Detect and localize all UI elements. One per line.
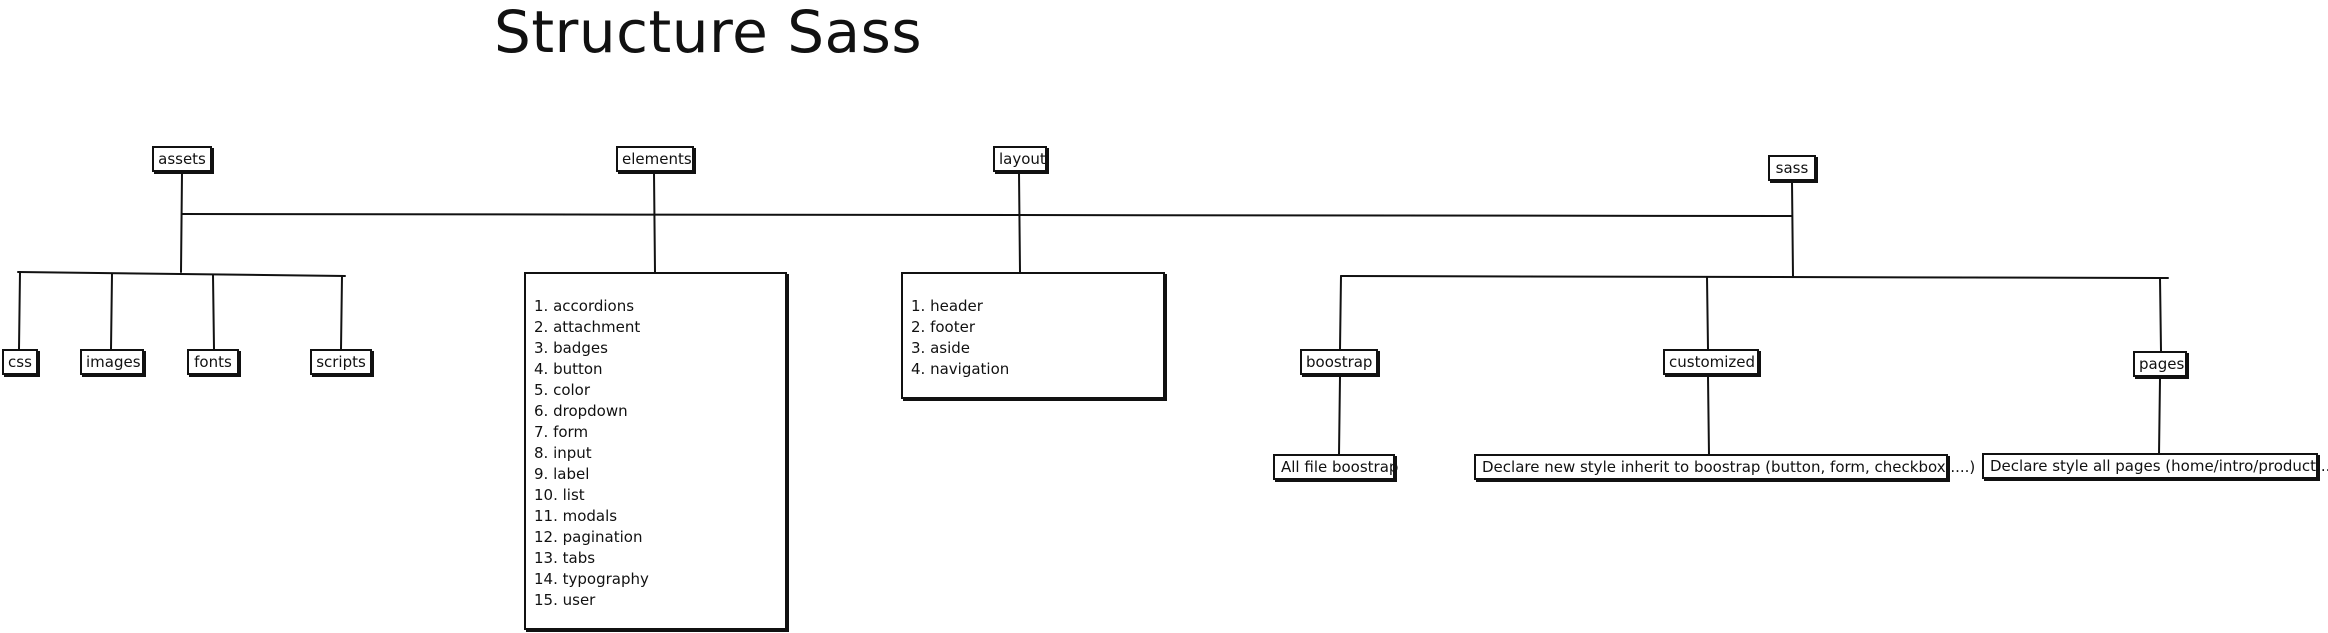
list-item: 7. form xyxy=(534,423,589,441)
list-item: 8. input xyxy=(534,444,592,462)
list-item: 2. footer xyxy=(911,318,975,336)
node-boostrap: boostrap xyxy=(1300,349,1378,375)
list-item: 15. user xyxy=(534,591,596,609)
node-assets: assets xyxy=(152,146,212,172)
list-item: 1. accordions xyxy=(534,297,635,315)
node-elements: elements xyxy=(616,146,694,172)
list-item: 3. aside xyxy=(911,339,971,357)
node-scripts: scripts xyxy=(310,349,372,375)
node-images: images xyxy=(80,349,144,375)
desc-customized: Declare new style inherit to boostrap (b… xyxy=(1474,454,1975,480)
elements-list-box: 1. accordions 2. attachment 3. badges 4. bu… xyxy=(524,272,787,630)
node-fonts: fonts xyxy=(187,349,239,375)
layout-list: 1. header 2. footer 3. aside 4. navigation xyxy=(911,296,1163,380)
list-item: 14. typography xyxy=(534,570,649,588)
layout-list-box: 1. header 2. footer 3. aside 4. navigation xyxy=(901,272,1165,399)
list-item: 11. modals xyxy=(534,507,618,525)
list-item: 1. header xyxy=(911,297,983,315)
list-item: 2. attachment xyxy=(534,318,641,336)
node-pages: pages xyxy=(2133,351,2187,377)
node-layout: layout xyxy=(993,146,1047,172)
list-item: 6. dropdown xyxy=(534,402,628,420)
list-item: 12. pagination xyxy=(534,528,643,546)
list-item: 9. label xyxy=(534,465,590,483)
node-customized: customized xyxy=(1663,349,1759,375)
diagram-title: Structure Sass xyxy=(494,0,923,66)
desc-boostrap: All file boostrap xyxy=(1273,454,1398,480)
list-item: 13. tabs xyxy=(534,549,596,567)
list-item: 3. badges xyxy=(534,339,608,357)
list-item: 10. list xyxy=(534,486,585,504)
list-item: 5. color xyxy=(534,381,591,399)
list-item: 4. button xyxy=(534,360,603,378)
list-item: 4. navigation xyxy=(911,360,1010,378)
node-sass: sass xyxy=(1768,155,1816,181)
elements-list: 1. accordions 2. attachment 3. badges 4. bu… xyxy=(534,296,785,611)
desc-pages: Declare style all pages (home/intro/prod… xyxy=(1982,453,2328,479)
node-css: css xyxy=(2,349,38,375)
